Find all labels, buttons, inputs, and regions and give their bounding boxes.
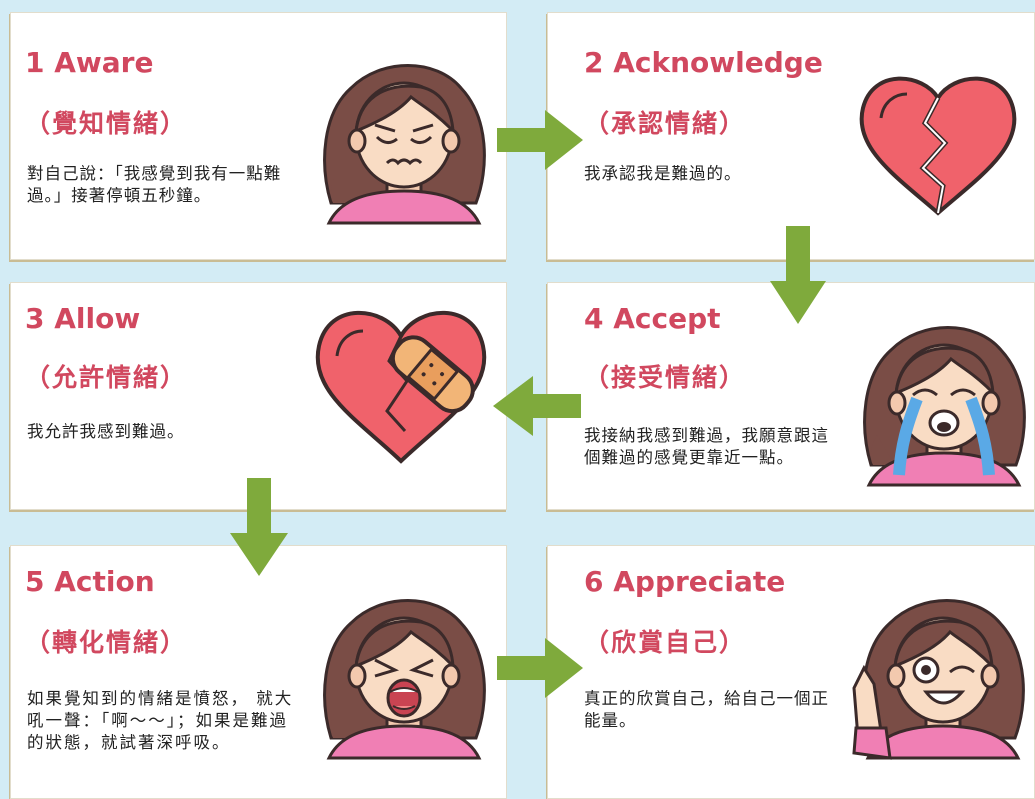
step-subtitle: （允許情緒） [25, 363, 188, 392]
step-description: 如果覺知到的情緒是憤怒， 就大吼一聲：「啊～～」；如果是難過的狀態，就試著深呼吸… [27, 689, 294, 752]
broken-heart-icon [859, 76, 1017, 216]
shouting-girl-icon [323, 599, 486, 760]
arrow-left-4-to-3 [493, 376, 581, 436]
arrow-down-2-to-4 [770, 226, 826, 324]
step-title: 6 Appreciate [584, 565, 786, 598]
crying-girl-icon [863, 326, 1026, 487]
step-subtitle: （接受情緒） [584, 363, 747, 392]
step-description: 我接納我感到難過，我願意跟這個難過的感覺更靠近一點。 [584, 426, 829, 467]
arrow-right-5-to-6 [497, 638, 583, 698]
winking-girl-icon [852, 599, 1025, 760]
step-description: 我承認我是難過的。 [584, 164, 742, 183]
step-card-acknowledge: 2 Acknowledge （承認情緒） 我承認我是難過的。 [547, 12, 1035, 260]
step-title: 4 Accept [584, 302, 721, 335]
arrow-right-1-to-2 [497, 110, 583, 170]
step-description: 對自己說：「我感覺到我有一點難過。」接著停頓五秒鐘。 [27, 164, 282, 205]
bandaged-heart-icon [315, 310, 487, 464]
step-description: 我允許我感到難過。 [27, 422, 185, 441]
step-subtitle: （承認情緒） [584, 109, 747, 138]
step-subtitle: （欣賞自己） [584, 628, 747, 657]
step-title: 5 Action [25, 565, 155, 598]
step-title: 1 Aware [25, 46, 154, 79]
step-card-action: 5 Action （轉化情緒） 如果覺知到的情緒是憤怒， 就大吼一聲：「啊～～」… [10, 545, 507, 799]
arrow-down-3-to-5 [230, 478, 288, 576]
step-title: 3 Allow [25, 302, 141, 335]
step-card-aware: 1 Aware （覺知情緒） 對自己說：「我感覺到我有一點難過。」接著停頓五秒鐘… [10, 12, 507, 260]
sad-girl-icon [323, 64, 486, 225]
step-card-allow: 3 Allow （允許情緒） 我允許我感到難過。 [10, 282, 507, 510]
step-title: 2 Acknowledge [584, 46, 823, 79]
step-description: 真正的欣賞自己，給自己一個正能量。 [584, 689, 829, 730]
step-card-appreciate: 6 Appreciate （欣賞自己） 真正的欣賞自己，給自己一個正能量。 [547, 545, 1035, 799]
step-subtitle: （轉化情緒） [25, 628, 188, 657]
step-subtitle: （覺知情緒） [25, 109, 188, 138]
step-card-accept: 4 Accept （接受情緒） 我接納我感到難過，我願意跟這個難過的感覺更靠近一… [547, 282, 1035, 510]
